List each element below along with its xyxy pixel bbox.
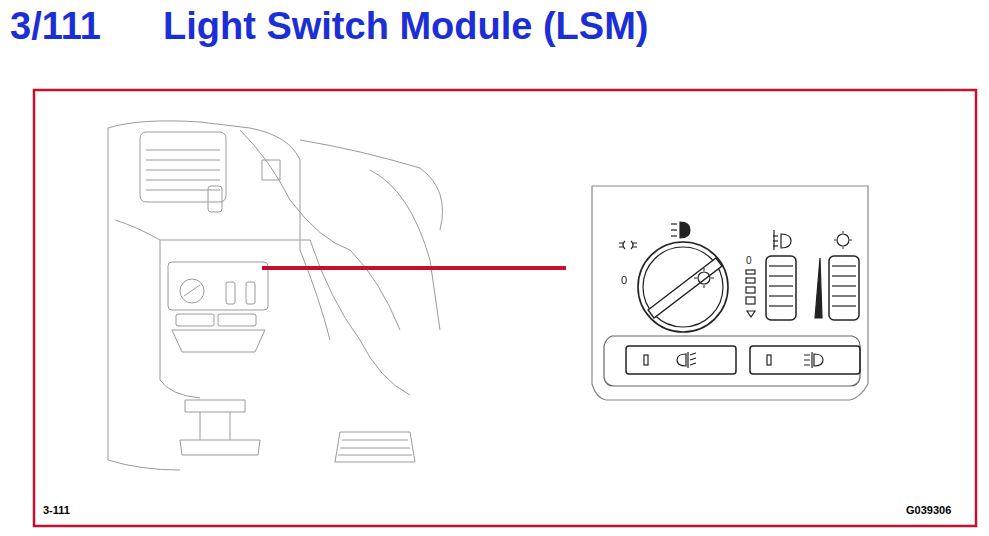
section-number: 3/111 xyxy=(10,7,101,45)
page-title: Light Switch Module (LSM) xyxy=(163,7,648,45)
scale-mark: 0 xyxy=(746,256,752,266)
lsm-detail xyxy=(592,186,868,400)
dashboard-sketch xyxy=(108,121,443,470)
figure-id: G039306 xyxy=(906,505,951,516)
switch-position: 0 xyxy=(621,275,627,286)
figure-number: 3-111 xyxy=(43,505,70,516)
leader-line xyxy=(262,266,566,270)
frame xyxy=(34,90,976,526)
